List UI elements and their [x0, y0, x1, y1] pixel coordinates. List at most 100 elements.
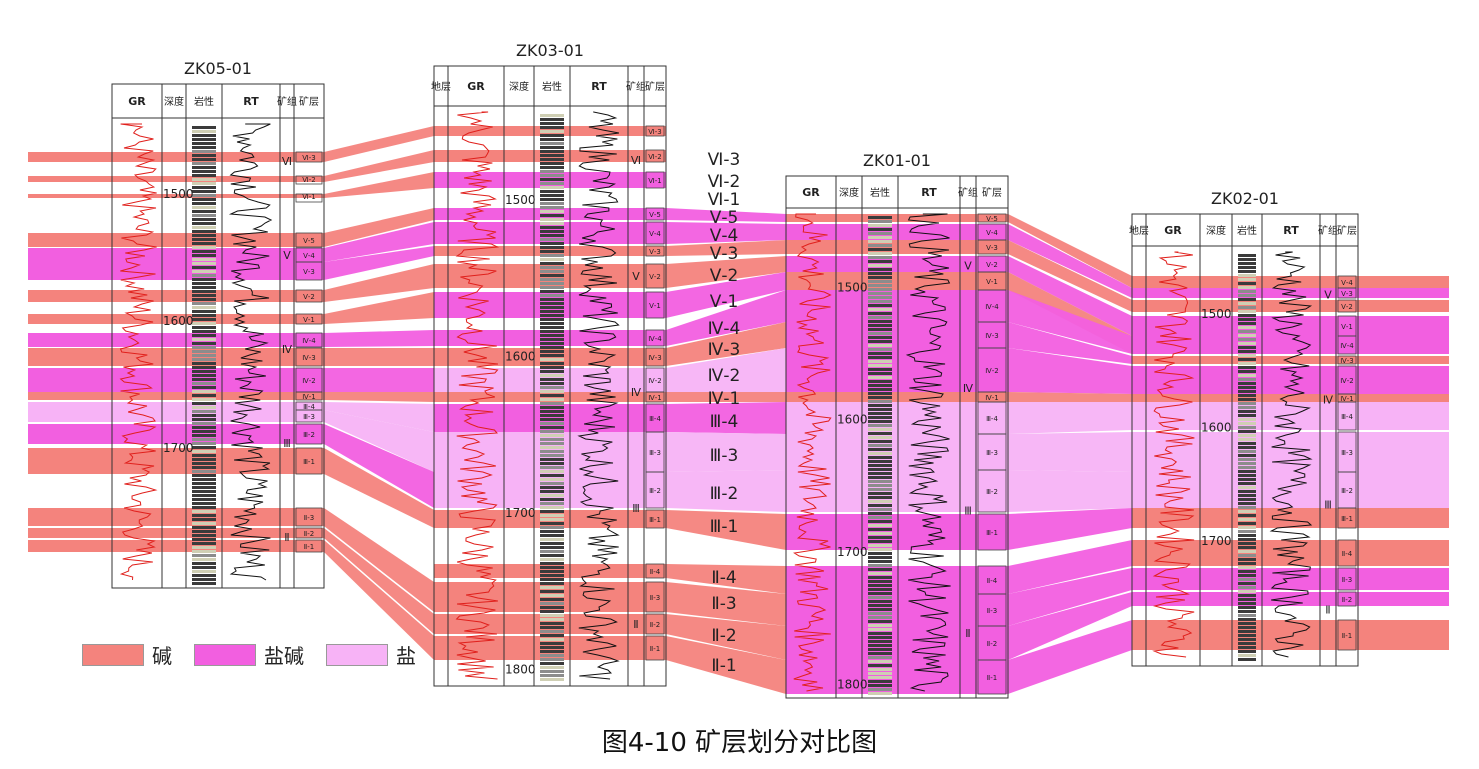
ribbon-1-13	[666, 564, 786, 594]
well-0-lith-bed	[192, 514, 216, 517]
well-3-lith-bed	[1238, 494, 1256, 497]
well-1-lith-bed	[540, 118, 564, 121]
well-1-layer-cell-2	[645, 171, 665, 189]
well-1-lith-bed	[540, 306, 564, 309]
well-1-lith-bed	[540, 290, 564, 293]
well-2-lith-bed	[868, 612, 892, 615]
well-2-depth-label-3: 1800	[837, 677, 868, 691]
well-2-lith-bed	[868, 680, 892, 683]
well-1-lith-bed	[540, 450, 564, 453]
well-3-lith-bed	[1238, 350, 1256, 353]
well-0-lith-bed	[192, 490, 216, 493]
well-3-col-header-group: 矿组	[1318, 224, 1338, 237]
well-0-lith-bed	[192, 570, 216, 573]
edge-left-band-11	[28, 392, 112, 400]
well-0-lith-bed	[192, 166, 216, 169]
well-0-lith-bed	[192, 406, 216, 409]
well-0-lith-bed	[192, 286, 216, 289]
well-0-layer-label-16: Ⅱ-3	[304, 514, 314, 522]
well-2-lith-bed	[868, 368, 892, 371]
well-3-lith-bed	[1238, 490, 1256, 493]
edge-right-band-14	[1358, 592, 1449, 606]
well-1-lith-bed	[540, 534, 564, 537]
well-1-lith-bed	[540, 618, 564, 621]
well-1-layer-label-15: Ⅲ-1	[649, 516, 661, 524]
well-1-lith-bed	[540, 586, 564, 589]
well-2-lith-bed	[868, 480, 892, 483]
well-3-lith-bed	[1238, 342, 1256, 345]
edge-right-band-3	[1358, 316, 1449, 336]
well-0-lith-bed	[192, 530, 216, 533]
well-0-layer-cell-0	[295, 151, 323, 163]
well-0-lith-bed	[192, 130, 216, 133]
well-0-lith-bed	[192, 186, 216, 189]
well-3-lith-bed	[1238, 646, 1256, 649]
well-2-lith-bed	[868, 620, 892, 623]
legend-swatch-saltalkali	[194, 643, 256, 666]
well-3-lith-bed	[1238, 354, 1256, 357]
well-0-lith-bed	[192, 294, 216, 297]
well-2-group-label-0: Ⅴ	[964, 259, 972, 272]
well-2-layer-label-12: Ⅲ-1	[986, 529, 998, 537]
well-0-lith-bed	[192, 218, 216, 221]
well-0-lith-bed	[192, 350, 216, 353]
ribbon-1-2	[666, 240, 786, 256]
well-3-layer-label-0: Ⅴ-4	[1341, 279, 1353, 287]
well-1-lith-bed	[540, 250, 564, 253]
well-1-lith-bed	[540, 494, 564, 497]
well-0-layer-cell-18	[295, 539, 323, 553]
edge-right-band-2	[1358, 300, 1449, 312]
well-0-layer-cell-11	[295, 391, 323, 401]
well-3-lith-bed	[1238, 478, 1256, 481]
well-0-col-header-layer: 矿层	[299, 95, 319, 108]
well-2-lith-bed	[868, 672, 892, 675]
well-1-lith-bed	[540, 546, 564, 549]
well-1-lith-bed	[540, 538, 564, 541]
well-1-lith-bed	[540, 462, 564, 465]
well-3-lith-bed	[1238, 282, 1256, 285]
well-3-layer-label-3: Ⅴ-1	[1341, 323, 1353, 331]
well-3-lith-bed	[1238, 310, 1256, 313]
well-1-gr-curve	[455, 111, 500, 680]
well-0-lith-bed	[192, 430, 216, 433]
well-0-lith-bed	[192, 366, 216, 369]
well-2-lith-bed	[868, 576, 892, 579]
ribbon-2-14	[1008, 568, 1132, 626]
well-1-lith-bed	[540, 506, 564, 509]
well-1-col-header-lith: 岩性	[542, 80, 562, 93]
well-3-lith-bed	[1238, 658, 1256, 661]
well-0-lith-bed	[192, 242, 216, 245]
well-1-layer-cell-16	[645, 563, 665, 579]
well-2-lith-bed	[868, 660, 892, 663]
well-1-layer-label-6: Ⅴ-2	[649, 273, 661, 281]
well-0-lith-bed	[192, 158, 216, 161]
well-1-layer-cell-1	[645, 149, 665, 163]
well-0-group-label-0: Ⅵ	[282, 155, 292, 168]
well-1-col-header-gr: GR	[467, 80, 485, 93]
well-2-lith-bed	[868, 300, 892, 303]
well-0-lith-bed	[192, 354, 216, 357]
well-2-layer-label-16: Ⅱ-1	[987, 674, 997, 682]
well-2-lith-bed	[868, 288, 892, 291]
well-1-lith-bed	[540, 446, 564, 449]
middle-layer-label-9: Ⅳ-3	[708, 340, 741, 360]
well-0-layer-cell-16	[295, 507, 323, 527]
well-3-lith-bed	[1238, 462, 1256, 465]
well-1-lith-bed	[540, 622, 564, 625]
well-3-lith-bed	[1238, 546, 1256, 549]
well-1-lith-bed	[540, 206, 564, 209]
well-0-lith-bed	[192, 206, 216, 209]
well-1-lith-bed	[540, 122, 564, 125]
well-2-lith-bed	[868, 236, 892, 239]
well-1-lith-bed	[540, 478, 564, 481]
well-1-lith-bed	[540, 550, 564, 553]
well-1-lith-bed	[540, 562, 564, 565]
well-0-lith-bed	[192, 162, 216, 165]
edge-right-band-9	[1358, 432, 1449, 472]
well-2-lith-bed	[868, 356, 892, 359]
well-1-layer-label-1: Ⅵ-2	[648, 153, 661, 161]
well-3-layer-cell-2	[1337, 299, 1357, 313]
well-3-lith-bed	[1238, 346, 1256, 349]
well-3-group-label-1: Ⅳ	[1323, 394, 1334, 407]
well-0-lith-bed	[192, 502, 216, 505]
